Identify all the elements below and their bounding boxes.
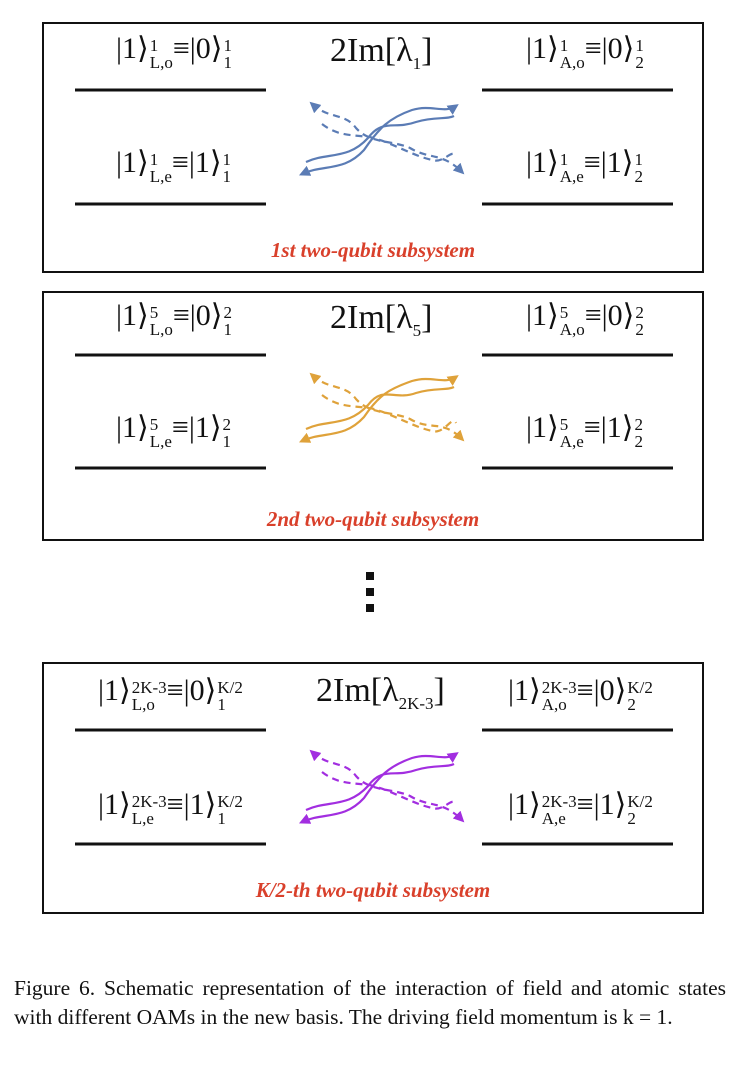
dashed-wave-arrow bbox=[321, 394, 457, 433]
figure-caption: Figure 6. Schematic representation of th… bbox=[14, 976, 726, 1029]
panel-title: 2nd two-qubit subsystem bbox=[266, 507, 480, 531]
vertical-ellipsis bbox=[361, 572, 379, 620]
dashed-wave-arrow bbox=[309, 372, 465, 442]
dashed-wave-arrow bbox=[309, 749, 465, 823]
panel-title: 1st two-qubit subsystem bbox=[270, 238, 476, 262]
panel-title: K/2-th two-qubit subsystem bbox=[255, 878, 491, 902]
rate-label: 2Im[λ2K-3] bbox=[316, 672, 445, 713]
solid-wave-arrow bbox=[298, 375, 459, 443]
solid-wave-arrow bbox=[305, 385, 455, 431]
panel-3-graphics bbox=[75, 728, 673, 846]
rate-label: 2Im[λ1] bbox=[330, 32, 433, 73]
interaction-waves-3 bbox=[298, 749, 465, 824]
dashed-wave-arrow bbox=[309, 101, 465, 175]
panel-2-graphics bbox=[75, 353, 673, 470]
interaction-waves-2 bbox=[298, 372, 465, 443]
dashed-wave-arrow bbox=[321, 123, 457, 162]
rate-label: 2Im[λ5] bbox=[330, 299, 433, 340]
interaction-waves-1 bbox=[298, 101, 465, 176]
dashed-wave-arrow bbox=[321, 771, 457, 810]
panel-1-graphics bbox=[75, 88, 673, 206]
